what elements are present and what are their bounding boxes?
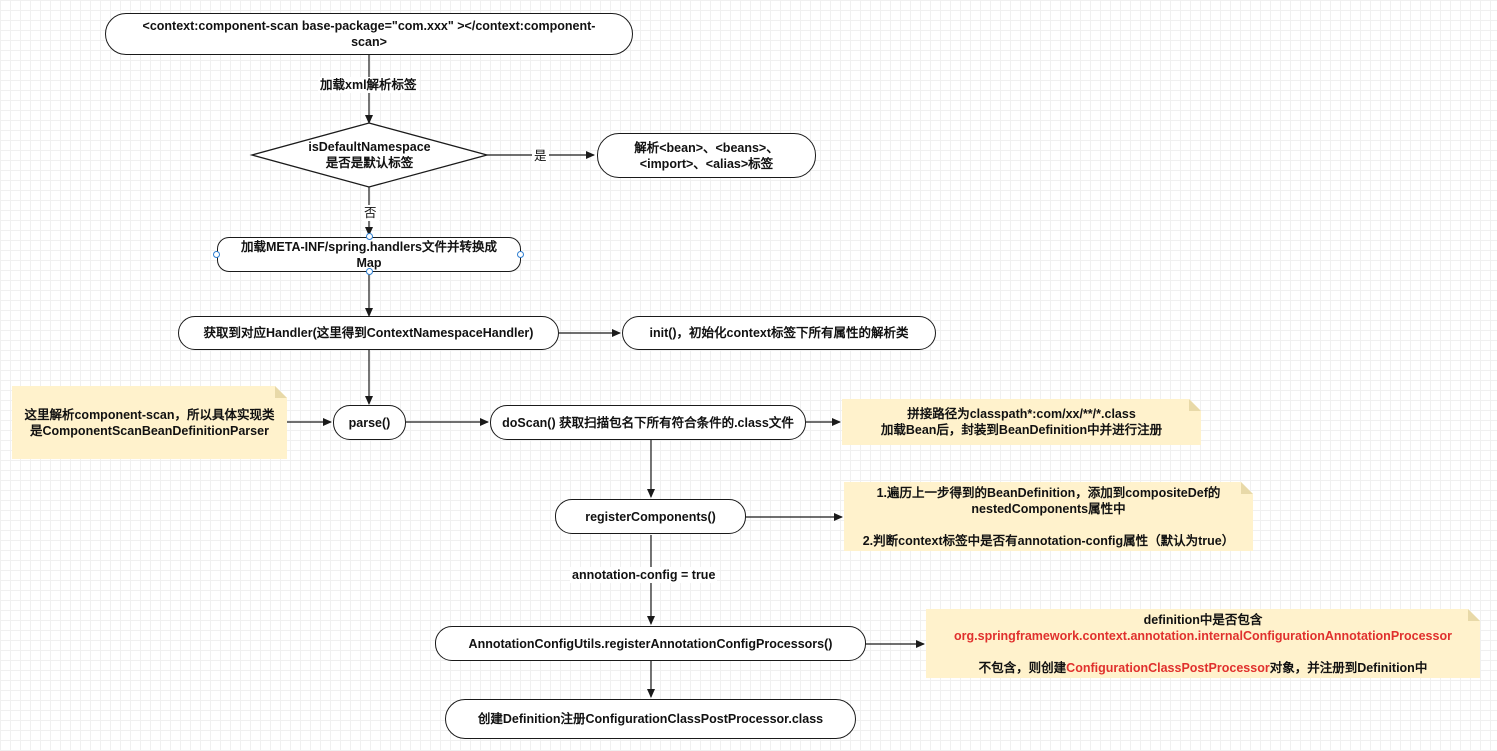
edge-label-no: 否 [362, 205, 379, 221]
load-spring-handlers-node[interactable]: 加载META-INF/spring.handlers文件并转换成 Map [217, 237, 521, 272]
is-default-namespace-label: isDefaultNamespace 是否是默认标签 [308, 140, 431, 170]
do-scan-node[interactable]: doScan() 获取扫描包名下所有符合条件的.class文件 [490, 405, 806, 440]
edge-label-annotation-config: annotation-config = true [570, 567, 718, 583]
definition-note-line2: org.springframework.context.annotation.i… [954, 628, 1452, 643]
register-processors-node[interactable]: AnnotationConfigUtils.registerAnnotation… [435, 626, 866, 661]
selection-handle-left[interactable] [213, 251, 220, 258]
init-node[interactable]: init()，初始化context标签下所有属性的解析类 [622, 316, 936, 350]
definition-note-line3-a: 不包含，则创建 [978, 660, 1067, 675]
decision-diamond[interactable] [249, 122, 490, 188]
definition-note-line3: 不包含，则创建ConfigurationClassPostProcessor对象… [979, 644, 1428, 676]
definition-note-line1: definition中是否包含 [1143, 612, 1263, 627]
edge-label-yes: 是 [532, 148, 549, 164]
register-components-node[interactable]: registerComponents() [555, 499, 746, 534]
definition-processor-note: definition中是否包含 org.springframework.cont… [926, 609, 1480, 678]
definition-note-line3-c: 对象，并注册到Definition中 [1269, 660, 1428, 675]
selection-handle-top[interactable] [366, 233, 373, 240]
selection-handle-bottom[interactable] [366, 268, 373, 275]
parse-default-tags-node[interactable]: 解析<bean>、<beans>、 <import>、<alias>标签 [597, 133, 816, 178]
create-definition-node[interactable]: 创建Definition注册ConfigurationClassPostProc… [445, 699, 856, 739]
parse-node[interactable]: parse() [333, 405, 406, 440]
definition-note-line3-b: ConfigurationClassPostProcessor [1066, 660, 1270, 675]
register-components-note: 1.遍历上一步得到的BeanDefinition，添加到compositeDef… [844, 482, 1253, 551]
get-handler-node[interactable]: 获取到对应Handler(这里得到ContextNamespaceHandler… [178, 316, 559, 350]
edge-label-load-xml: 加载xml解析标签 [318, 77, 419, 93]
scan-path-note: 拼接路径为classpath*:com/xx/**/*.class 加载Bean… [842, 399, 1201, 445]
selection-handle-right[interactable] [517, 251, 524, 258]
component-scan-tag-node[interactable]: <context:component-scan base-package="co… [105, 13, 633, 55]
parser-note: 这里解析component-scan，所以具体实现类 是ComponentSca… [12, 386, 287, 459]
